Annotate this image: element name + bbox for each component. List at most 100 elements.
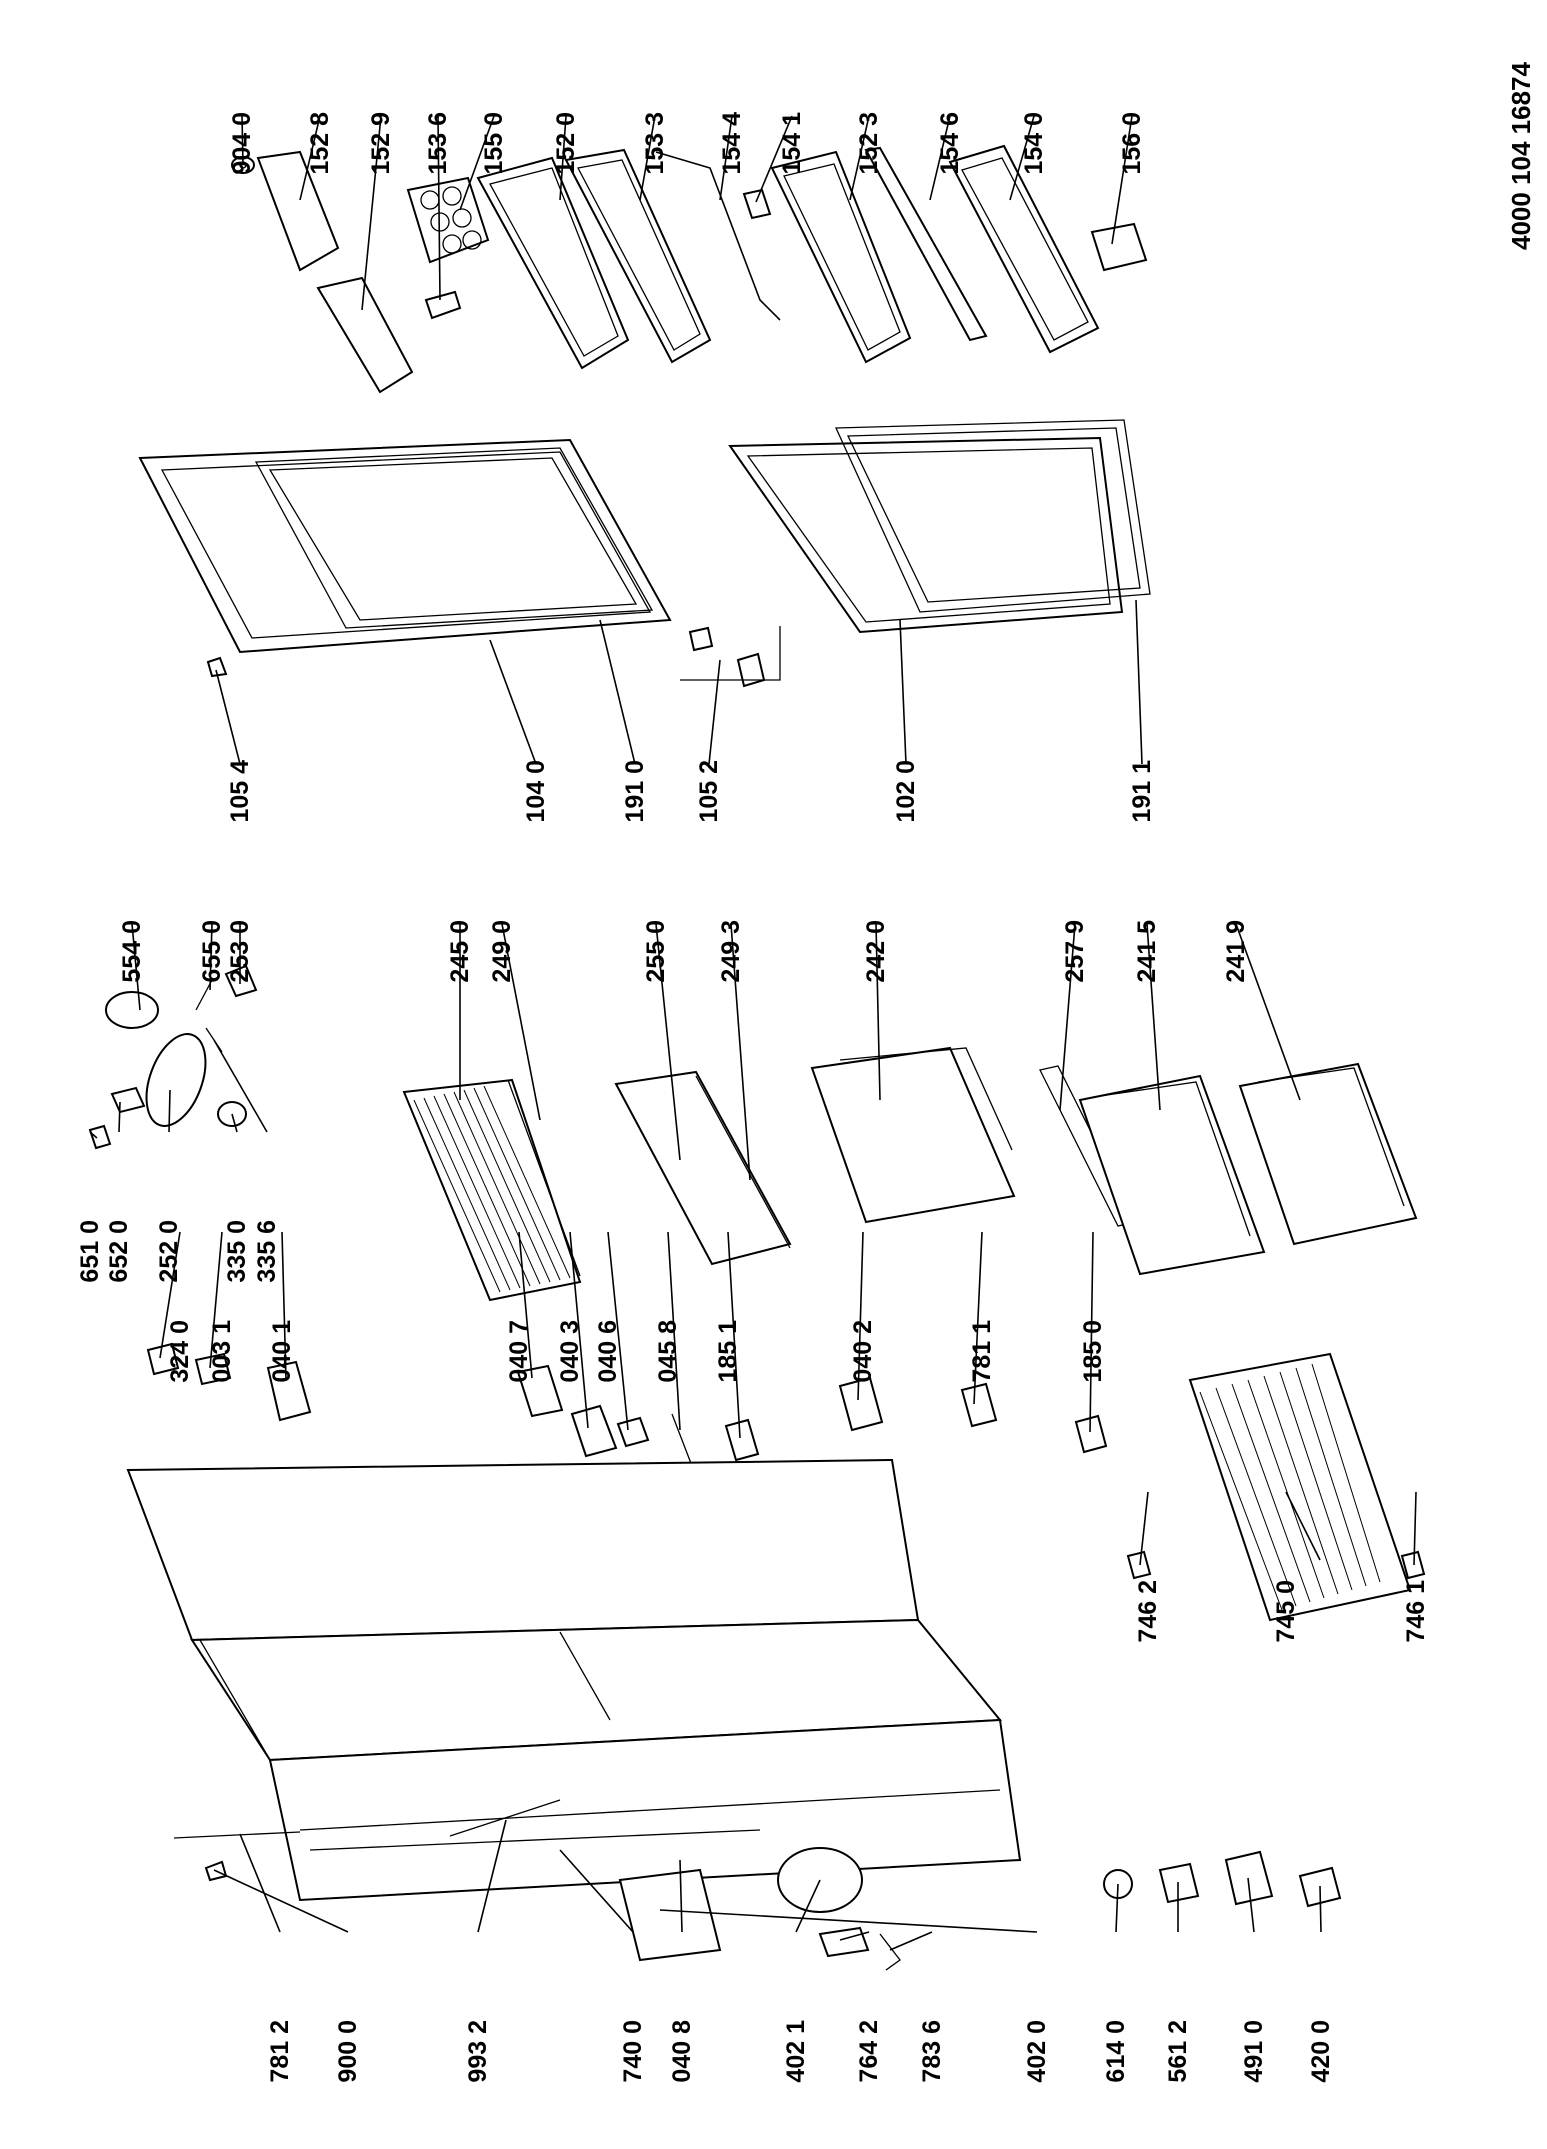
leader-line-614-0 [1115,1883,1119,1933]
part-label-040-7: 040 7 [505,1320,533,1383]
part-label-154-6: 154 6 [936,112,964,175]
part-191-0-gasket [254,447,654,629]
leader-line-104-0 [489,639,537,765]
part-105-2-part-a [688,626,714,652]
part-993-2 [449,1799,561,1837]
part-label-561-2: 561 2 [1164,2020,1192,2083]
leader-line-242-0 [875,923,881,1101]
part-783-6 [879,1933,901,1971]
part-label-420-0: 420 0 [1307,2020,1335,2083]
leader-line-105-2 [708,659,721,765]
leader-line-153-3 [639,115,656,201]
part-154-0-shelf [948,144,1100,354]
part-label-746-1: 746 1 [1402,1580,1430,1643]
part-746-1 [1400,1550,1426,1580]
part-255-0-glass-shelf [614,1070,792,1266]
part-003-1 [194,1352,232,1386]
part-105-4-hinge-cap [206,656,228,678]
part-655-0 [195,979,213,1011]
leader-line-152-8 [299,115,321,201]
leader-line-252-0 [168,1089,171,1133]
leader-line-153-6 [437,115,441,301]
leader-line-746-1 [1413,1491,1417,1566]
part-152-0-shelf [476,156,630,370]
part-191-1-gasket [835,419,1151,613]
leader-line-154-0 [1009,115,1035,201]
part-label-105-2: 105 2 [695,760,723,823]
part-040-2 [838,1376,884,1432]
part-label-152-3: 152 3 [855,112,883,175]
part-label-153-3: 153 3 [641,112,669,175]
leader-line-154-1 [755,115,793,203]
leader-line-255-0 [655,923,681,1161]
part-154-4-rod [655,151,781,321]
part-249-0-trim [507,1079,581,1277]
part-045-8-pin [671,1413,693,1467]
part-label-045-8: 045 8 [654,1320,682,1383]
part-156-0-tray [1090,222,1148,272]
part-040-7 [516,1364,564,1418]
part-label-900-0: 900 0 [334,2020,362,2083]
leader-line-003-1 [209,1231,223,1369]
part-label-252-0: 252 0 [155,1220,183,1283]
leader-line-152-3 [849,115,870,201]
leader-line-324-0 [159,1231,181,1359]
door-shelves-group [231,144,1148,394]
part-040-6 [616,1416,650,1448]
part-label-740-0: 740 0 [619,2020,647,2083]
part-label-781-2: 781 2 [266,2020,294,2083]
part-label-040-1: 040 1 [268,1320,296,1383]
part-label-783-6: 783 6 [918,2020,946,2083]
part-781-1 [960,1382,998,1428]
part-102-0-fridge-door [728,436,1124,634]
leader-line-154-4 [719,115,733,201]
part-402-0-compressor [618,1868,722,1962]
leader-line-745-0 [1285,1491,1321,1561]
thermostat-group [88,964,258,1150]
part-652-0 [110,1086,146,1114]
leader-line-102-0 [899,619,907,765]
leader-line-154-6 [929,115,951,201]
leader-line-191-0 [599,619,636,765]
part-label-185-0: 185 0 [1079,1320,1107,1383]
leader-line-420-0 [1319,1885,1322,1933]
leader-line-491-0 [1247,1877,1255,1933]
leader-line-764-2 [839,1931,870,1941]
part-554-0-lamp-cover [105,991,159,1029]
leader-line-155-0 [459,115,495,211]
leader-line-185-1 [727,1231,741,1439]
leader-line-257-9 [1059,923,1076,1111]
leader-line-249-0 [501,923,541,1121]
part-label-764-2: 764 2 [855,2020,883,2083]
leader-line-335-0 [231,1113,238,1133]
part-label-993-2: 993 2 [464,2020,492,2083]
part-label-651-0: 651 0 [76,1220,104,1283]
part-154-6-rail [864,146,988,342]
part-label-335-0: 335 0 [223,1220,251,1283]
document-number: 4000 104 16874 [1506,61,1536,250]
leader-line-993-2 [477,1819,507,1933]
leader-line-105-4 [215,669,241,765]
leader-line-040-7 [518,1231,533,1379]
part-324-0 [146,1342,180,1376]
part-152-8-egg-tray [256,150,340,272]
part-label-191-1: 191 1 [1128,760,1156,823]
leader-line-655-0 [209,923,213,991]
part-label-105-4: 105 4 [226,760,254,823]
part-153-3-shelf [564,148,712,364]
part-label-102-0: 102 0 [892,760,920,823]
leader-line-900-0 [213,1869,349,1933]
part-label-324-0: 324 0 [166,1320,194,1383]
part-label-614-0: 614 0 [1102,2020,1130,2083]
part-040-3 [570,1404,618,1458]
part-label-781-1: 781 1 [968,1320,996,1383]
leader-line-335-6 [213,1039,268,1133]
leader-line-040-1 [281,1231,287,1381]
doors-group [138,419,1151,688]
part-241-5-drawer [1078,1074,1266,1276]
leader-line-156-0 [1111,115,1133,245]
part-105-2-part-b [736,652,766,688]
part-104-0-freezer-door [138,438,672,654]
part-155-0-egg-holder [406,176,490,264]
